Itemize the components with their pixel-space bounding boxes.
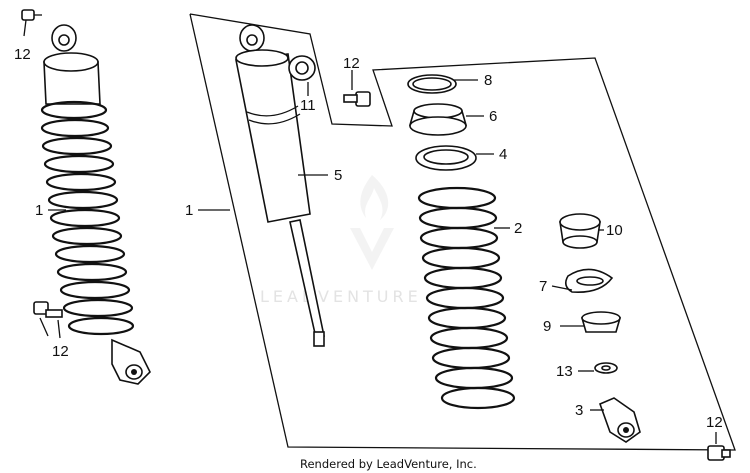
spring-seat-6 [408,103,468,136]
callout-11: 11 [300,97,316,114]
spring-2 [417,186,516,410]
callout-10: 10 [606,222,623,239]
assembled-shock-absorber [40,24,151,385]
callout-1-left: 1 [35,202,43,219]
callout-12-top-mid: 12 [343,55,360,72]
callout-4: 4 [499,146,507,163]
assembled-spring [40,100,135,336]
callout-12-mid-left: 12 [52,343,69,360]
lower-clevis-3 [598,397,641,443]
leader-lines [48,79,604,411]
damper-body-5 [235,24,325,347]
callout-8: 8 [484,72,492,89]
assembly-frame [189,13,736,451]
bump-stop-10 [559,213,601,249]
watermark-logo [350,175,394,270]
callout-12-bottom-right: 12 [706,414,723,431]
retainer-9 [580,311,622,333]
watermark-text: LEADVENTURE [260,287,422,306]
bushing-11 [288,55,316,81]
callout-1-frame: 1 [185,202,193,219]
ring-8 [407,74,457,94]
callout-5: 5 [334,167,342,184]
lock-clip-7 [564,268,614,294]
callout-7: 7 [539,278,547,295]
bolt-12-bottom-right [707,432,731,461]
callout-3: 3 [575,402,583,419]
spring-guide-4 [415,145,477,171]
callout-6: 6 [489,108,497,125]
bolt-12-mid-left [33,301,63,337]
footer-credit: Rendered by LeadVenture, Inc. [300,457,477,471]
callout-2: 2 [514,220,522,237]
bolt-12-top-left [21,9,42,37]
washer-13 [594,362,618,374]
callout-9: 9 [543,318,551,335]
bolt-12-top-mid [343,70,371,107]
callout-12-top-left: 12 [14,46,31,63]
callout-13: 13 [556,363,573,380]
